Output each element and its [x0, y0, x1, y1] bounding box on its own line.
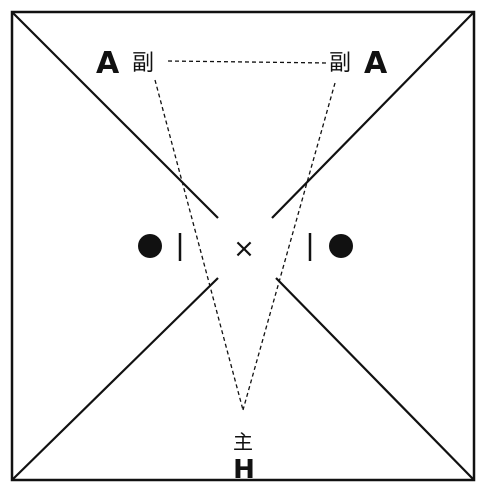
- diagonal-bottom-right: [275, 277, 475, 481]
- dashed-line-left: [154, 79, 244, 411]
- court-border: [10, 10, 476, 482]
- label-left-char: 副: [132, 51, 154, 76]
- dot-left: [138, 234, 162, 258]
- diagonal-top-right: [271, 11, 475, 219]
- dot-right: [329, 234, 353, 258]
- diagonal-bottom-left: [11, 277, 219, 481]
- label-bottom-char: 主: [233, 430, 253, 454]
- label-right-letter: A: [364, 46, 388, 81]
- dashed-line-top: [167, 60, 329, 64]
- dashed-line-right: [242, 82, 336, 411]
- label-left-letter: A: [96, 46, 120, 81]
- center-mark: ×: [233, 234, 255, 264]
- label-right-char: 副: [329, 51, 351, 76]
- label-bottom-letter: H: [233, 455, 255, 485]
- diagonal-top-left: [11, 11, 219, 219]
